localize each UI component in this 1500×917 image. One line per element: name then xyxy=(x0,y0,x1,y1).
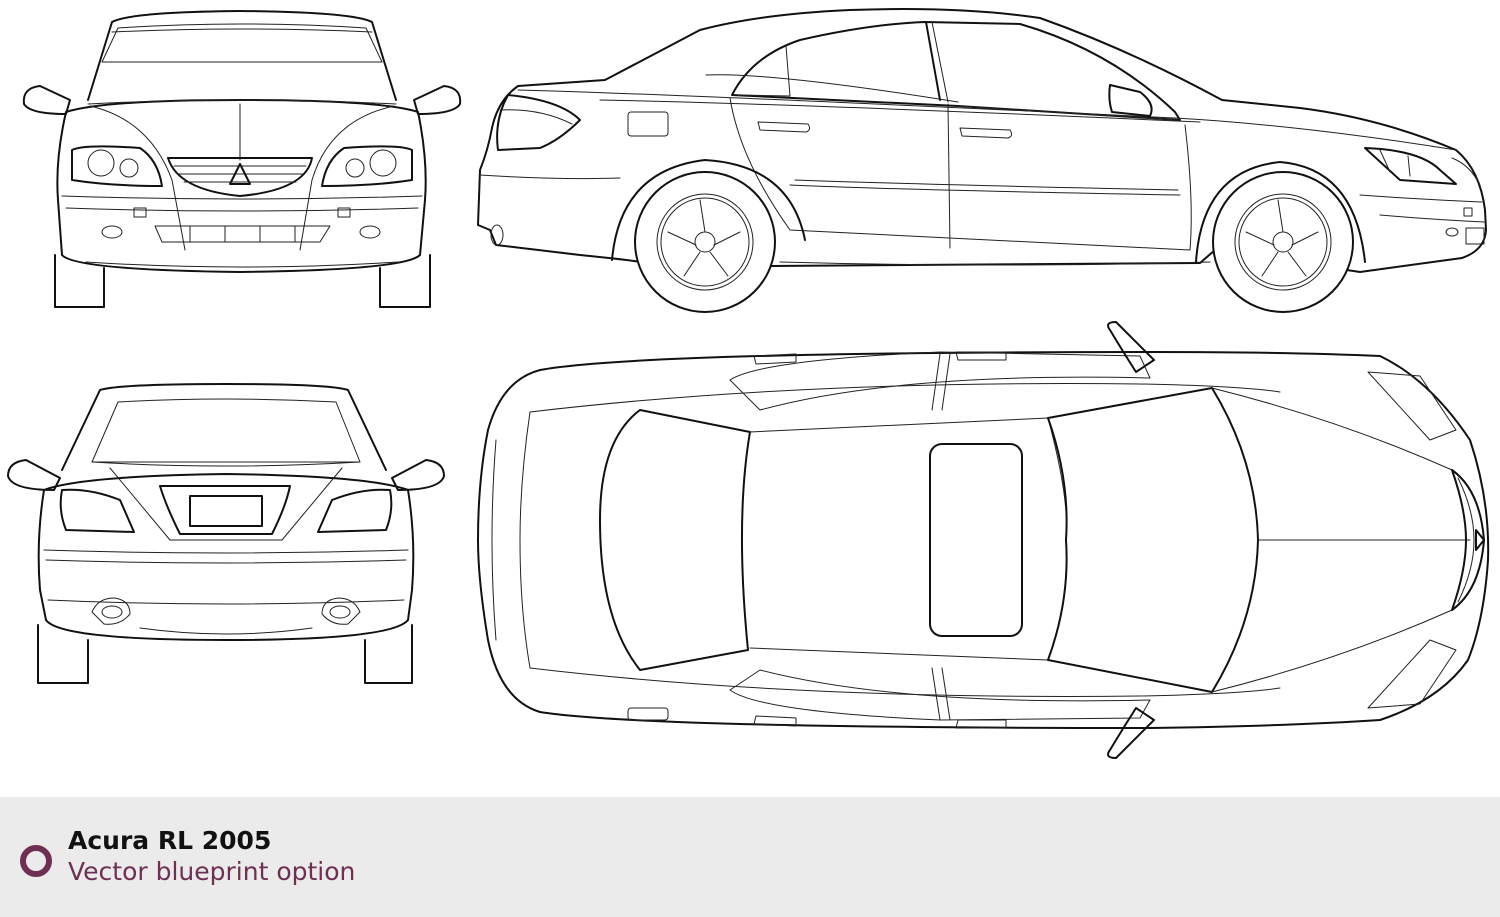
caption-title: Acura RL 2005 xyxy=(68,826,272,855)
caption-bar xyxy=(0,797,1500,917)
blueprint-drawing xyxy=(7,8,1490,759)
front-view xyxy=(22,10,462,308)
caption-subtitle: Vector blueprint option xyxy=(68,857,356,886)
rear-view xyxy=(7,383,445,684)
side-view xyxy=(477,8,1487,313)
top-view xyxy=(477,321,1490,759)
bullet-icon xyxy=(20,845,52,877)
